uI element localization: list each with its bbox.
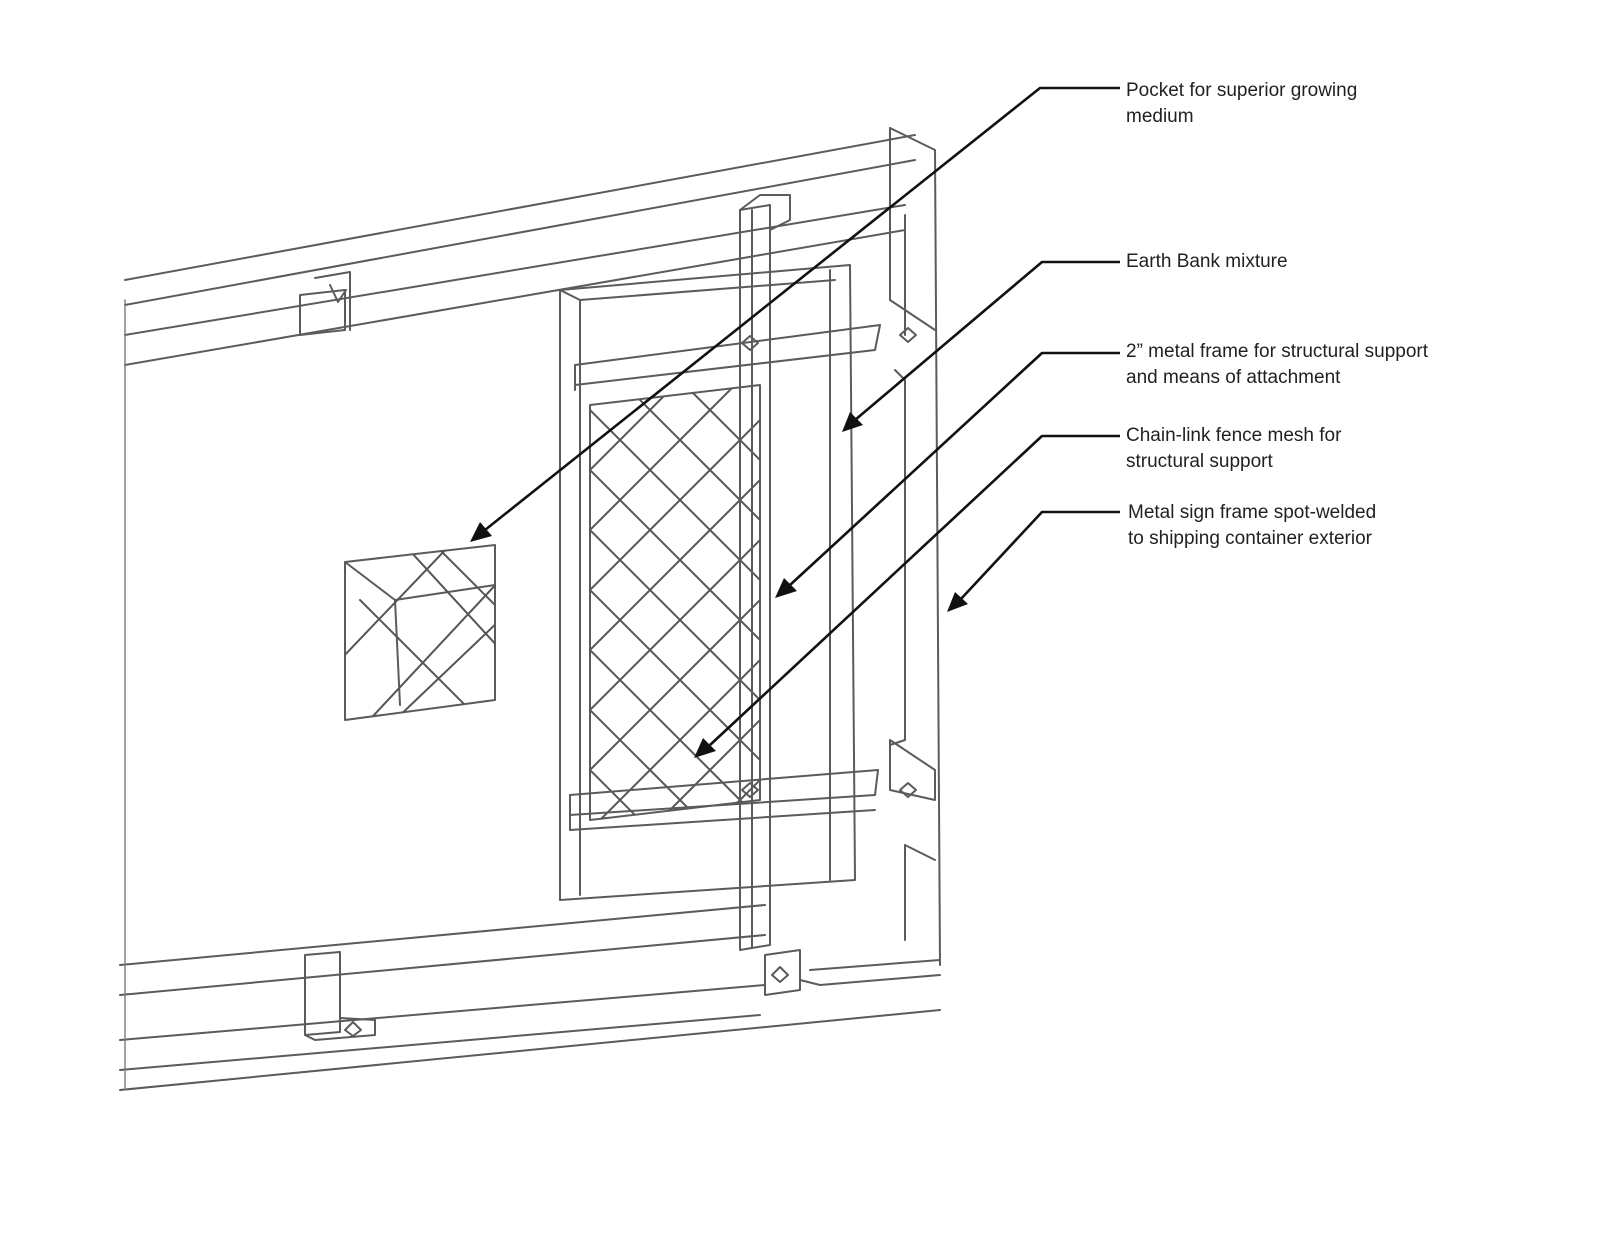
callout-chain-link-line-2: structural support xyxy=(1126,451,1273,472)
bottom-left-bracket xyxy=(304,951,376,1041)
container-wall xyxy=(119,134,941,1091)
callout-sign-frame-line-2: to shipping container exterior xyxy=(1128,528,1372,549)
callout-sign-frame: Metal sign frame spot-welded to shipping… xyxy=(1128,500,1376,552)
leader-sign-frame xyxy=(947,510,1120,612)
chain-link-mesh xyxy=(589,384,761,821)
leader-earth-bank xyxy=(842,260,1120,432)
callout-chain-link: Chain-link fence mesh for structural sup… xyxy=(1126,423,1341,475)
callout-metal-frame-line-2: and means of attachment xyxy=(1126,367,1341,388)
callout-earth-bank: Earth Bank mixture xyxy=(1126,249,1288,275)
vertical-metal-strap xyxy=(739,194,801,996)
callout-pocket-line-2: medium xyxy=(1126,106,1194,127)
callout-metal-frame-line-1: 2” metal frame for structural support xyxy=(1126,341,1428,362)
sign-frame xyxy=(799,127,941,986)
leader-metal-frame xyxy=(775,351,1120,598)
earth-bank-panel xyxy=(559,264,856,901)
callout-pocket-line-1: Pocket for superior growing xyxy=(1126,80,1358,101)
callout-sign-frame-line-1: Metal sign frame spot-welded xyxy=(1128,502,1377,523)
callout-metal-frame: 2” metal frame for structural support an… xyxy=(1126,339,1428,391)
leader-chain-link xyxy=(694,434,1120,758)
callout-chain-link-line-1: Chain-link fence mesh for xyxy=(1126,425,1342,446)
growing-pocket xyxy=(344,544,496,721)
leader-pocket xyxy=(470,86,1120,542)
callout-earth-bank-line-1: Earth Bank mixture xyxy=(1126,251,1288,272)
top-left-bracket xyxy=(299,271,351,336)
callout-pocket: Pocket for superior growing medium xyxy=(1126,78,1357,130)
metal-cross-bars xyxy=(569,324,881,831)
